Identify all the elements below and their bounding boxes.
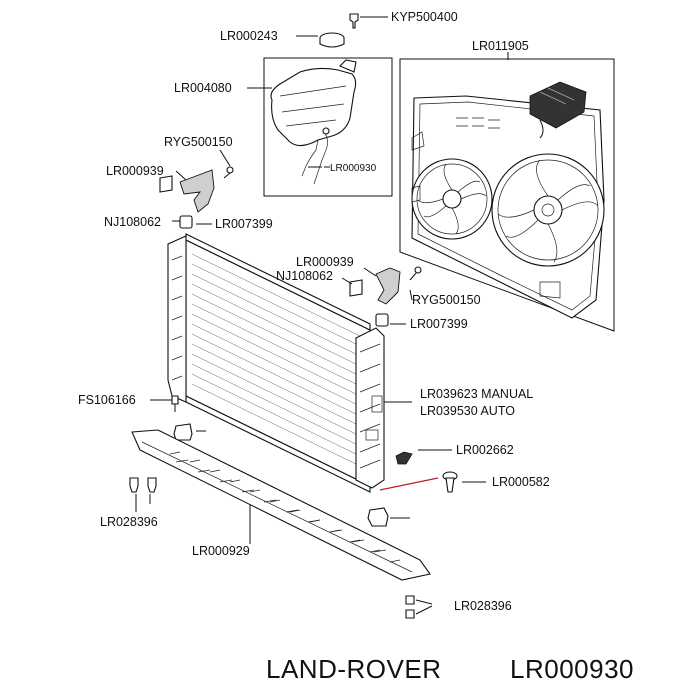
label-lr028396-bottom: LR028396 (454, 599, 512, 613)
radiator (167, 233, 385, 493)
rivet (442, 471, 458, 493)
label-lr000939-top: LR000939 (106, 164, 164, 178)
upper-right-bracket (349, 266, 422, 305)
label-fs106166: FS106166 (78, 393, 136, 407)
part-number: LR000930 (510, 654, 634, 684)
bottom-clips (405, 595, 415, 619)
bleed-screw (349, 13, 359, 29)
label-lr000930: LR000930 (330, 163, 377, 174)
label-lr002662: LR002662 (456, 443, 514, 457)
upper-left-screw (223, 166, 234, 179)
label-kyp500400: KYP500400 (391, 10, 458, 24)
label-lr007399-mid: LR007399 (410, 317, 468, 331)
label-nj108062-top: NJ108062 (104, 215, 161, 229)
lower-right-bush (367, 507, 389, 527)
lower-left-bush (173, 423, 193, 441)
label-lr039530: LR039530 AUTO (420, 404, 515, 418)
expansion-tank-inset (263, 57, 393, 197)
label-lr000929: LR000929 (192, 544, 250, 558)
label-nj108062-mid: NJ108062 (276, 269, 333, 283)
label-lr000243: LR000243 (220, 29, 278, 43)
left-clips (129, 477, 157, 493)
label-lr000582: LR000582 (492, 475, 550, 489)
upper-right-mount (375, 313, 389, 327)
label-lr039623: LR039623 MANUAL (420, 387, 533, 401)
upper-left-mount (179, 215, 193, 229)
expansion-cap (319, 32, 345, 48)
brand-name: LAND-ROVER (266, 654, 441, 684)
lower-deflector (131, 429, 431, 581)
leader-lines (135, 16, 509, 615)
upper-left-bracket (159, 169, 215, 213)
label-lr000939-mid: LR000939 (296, 255, 354, 269)
label-ryg500150-mid: RYG500150 (412, 293, 481, 307)
drain-plug (395, 451, 413, 465)
label-lr007399-top: LR007399 (215, 217, 273, 231)
left-bolt (171, 395, 179, 412)
label-lr004080: LR004080 (174, 81, 232, 95)
label-lr011905: LR011905 (472, 39, 529, 53)
label-ryg500150-top: RYG500150 (164, 135, 233, 149)
label-lr028396-left: LR028396 (100, 515, 158, 529)
fan-assembly-inset (399, 58, 615, 332)
